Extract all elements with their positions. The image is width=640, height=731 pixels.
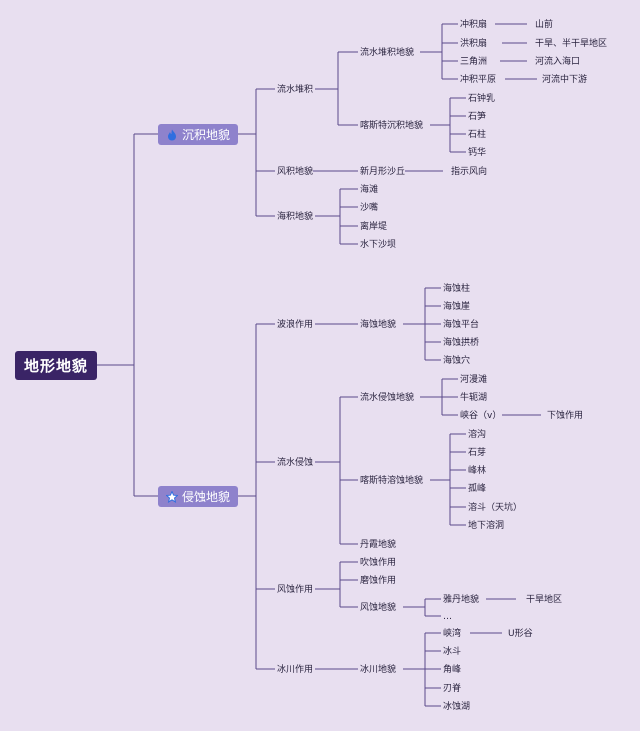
leaf-node[interactable]: 海蚀柱 — [443, 284, 471, 294]
leaf-node[interactable]: 溶斗（天坑） — [468, 503, 523, 513]
leaf-node[interactable]: 海蚀平台 — [443, 320, 480, 330]
category-deposition[interactable]: 沉积地貌 — [158, 124, 238, 145]
leaf-node[interactable]: 沙嘴 — [360, 203, 379, 213]
leaf-node[interactable]: 牛轭湖 — [460, 393, 488, 403]
leaf-node[interactable]: 海蚀拱桥 — [443, 338, 480, 348]
leaf-node[interactable]: 峡湾 — [443, 629, 462, 639]
leaf-node[interactable]: 峰林 — [468, 466, 487, 476]
node-fluvial-erosion[interactable]: 流水侵蚀 — [277, 458, 314, 468]
node-karst-deposition[interactable]: 喀斯特沉积地貌 — [360, 121, 424, 131]
node-aeolian-deposition[interactable]: 风积地貌 — [277, 167, 314, 177]
leaf-node[interactable]: 孤峰 — [468, 484, 487, 494]
node-glacial-action[interactable]: 冰川作用 — [277, 665, 314, 675]
node-glacial-landform[interactable]: 冰川地貌 — [360, 665, 397, 675]
leaf-node[interactable]: 海滩 — [360, 185, 379, 195]
node-karst-erosion[interactable]: 喀斯特溶蚀地貌 — [360, 476, 424, 486]
leaf-node[interactable]: 磨蚀作用 — [360, 576, 397, 586]
leaf-node[interactable]: 石柱 — [468, 130, 487, 140]
leaf-node[interactable]: 丹霞地貌 — [360, 540, 397, 550]
note-node[interactable]: 山前 — [535, 20, 554, 30]
leaf-node[interactable]: 地下溶洞 — [468, 521, 505, 531]
leaf-node[interactable]: 离岸堤 — [360, 222, 388, 232]
leaf-node[interactable]: 峡谷（v） — [460, 411, 502, 421]
leaf-node[interactable]: 水下沙坝 — [360, 240, 397, 250]
leaf-node[interactable]: 海蚀穴 — [443, 356, 471, 366]
note-node[interactable]: 河流入海口 — [535, 57, 581, 67]
category-label: 沉积地貌 — [181, 128, 230, 142]
node-wind-landform[interactable]: 风蚀地貌 — [360, 603, 397, 613]
node-water-erosion[interactable]: 流水侵蚀地貌 — [360, 393, 415, 403]
leaf-node[interactable]: 钙华 — [468, 148, 487, 158]
leaf-node[interactable]: 三角洲 — [460, 57, 488, 67]
node-marine-deposition[interactable]: 海积地貌 — [277, 212, 314, 222]
leaf-node[interactable]: 冰蚀湖 — [443, 702, 471, 712]
leaf-node[interactable]: 刃脊 — [443, 684, 462, 694]
note-node[interactable]: 干旱、半干旱地区 — [535, 39, 608, 49]
category-label: 侵蚀地貌 — [181, 490, 230, 504]
root-node[interactable]: 地形地貌 — [15, 351, 97, 380]
leaf-node[interactable]: 冰斗 — [443, 647, 462, 657]
note-node[interactable]: 下蚀作用 — [547, 411, 584, 421]
note-node[interactable]: U形谷 — [508, 629, 533, 639]
leaf-node[interactable]: 河漫滩 — [460, 375, 488, 385]
node-wave-action[interactable]: 波浪作用 — [277, 320, 314, 330]
leaf-node[interactable]: 洪积扇 — [460, 39, 488, 49]
note-node[interactable]: 河流中下游 — [542, 75, 588, 85]
node-alluvial-landform[interactable]: 流水堆积地貌 — [360, 48, 415, 58]
leaf-node[interactable]: 角峰 — [443, 665, 462, 675]
leaf-node[interactable]: 溶沟 — [468, 430, 487, 440]
leaf-node[interactable]: 石芽 — [468, 448, 487, 458]
category-erosion[interactable]: 侵蚀地貌 — [158, 486, 238, 507]
leaf-node[interactable]: 冲积扇 — [460, 20, 488, 30]
node-sea-erosion[interactable]: 海蚀地貌 — [360, 320, 397, 330]
leaf-node[interactable]: 冲积平原 — [460, 75, 497, 85]
fire-icon — [166, 129, 178, 141]
node-wind-erosion[interactable]: 风蚀作用 — [277, 585, 314, 595]
leaf-node[interactable]: 雅丹地貌 — [443, 595, 480, 605]
leaf-node[interactable]: 石笋 — [468, 112, 487, 122]
leaf-node[interactable]: … — [443, 612, 452, 622]
leaf-node[interactable]: 海蚀崖 — [443, 302, 471, 312]
leaf-node[interactable]: 吹蚀作用 — [360, 558, 397, 568]
leaf-node[interactable]: 石钟乳 — [468, 94, 496, 104]
note-node[interactable]: 指示风向 — [451, 167, 488, 177]
note-node[interactable]: 干旱地区 — [526, 595, 563, 605]
node-fluvial-deposition[interactable]: 流水堆积 — [277, 85, 314, 95]
leaf-node[interactable]: 新月形沙丘 — [360, 167, 406, 177]
star-icon — [165, 489, 179, 503]
